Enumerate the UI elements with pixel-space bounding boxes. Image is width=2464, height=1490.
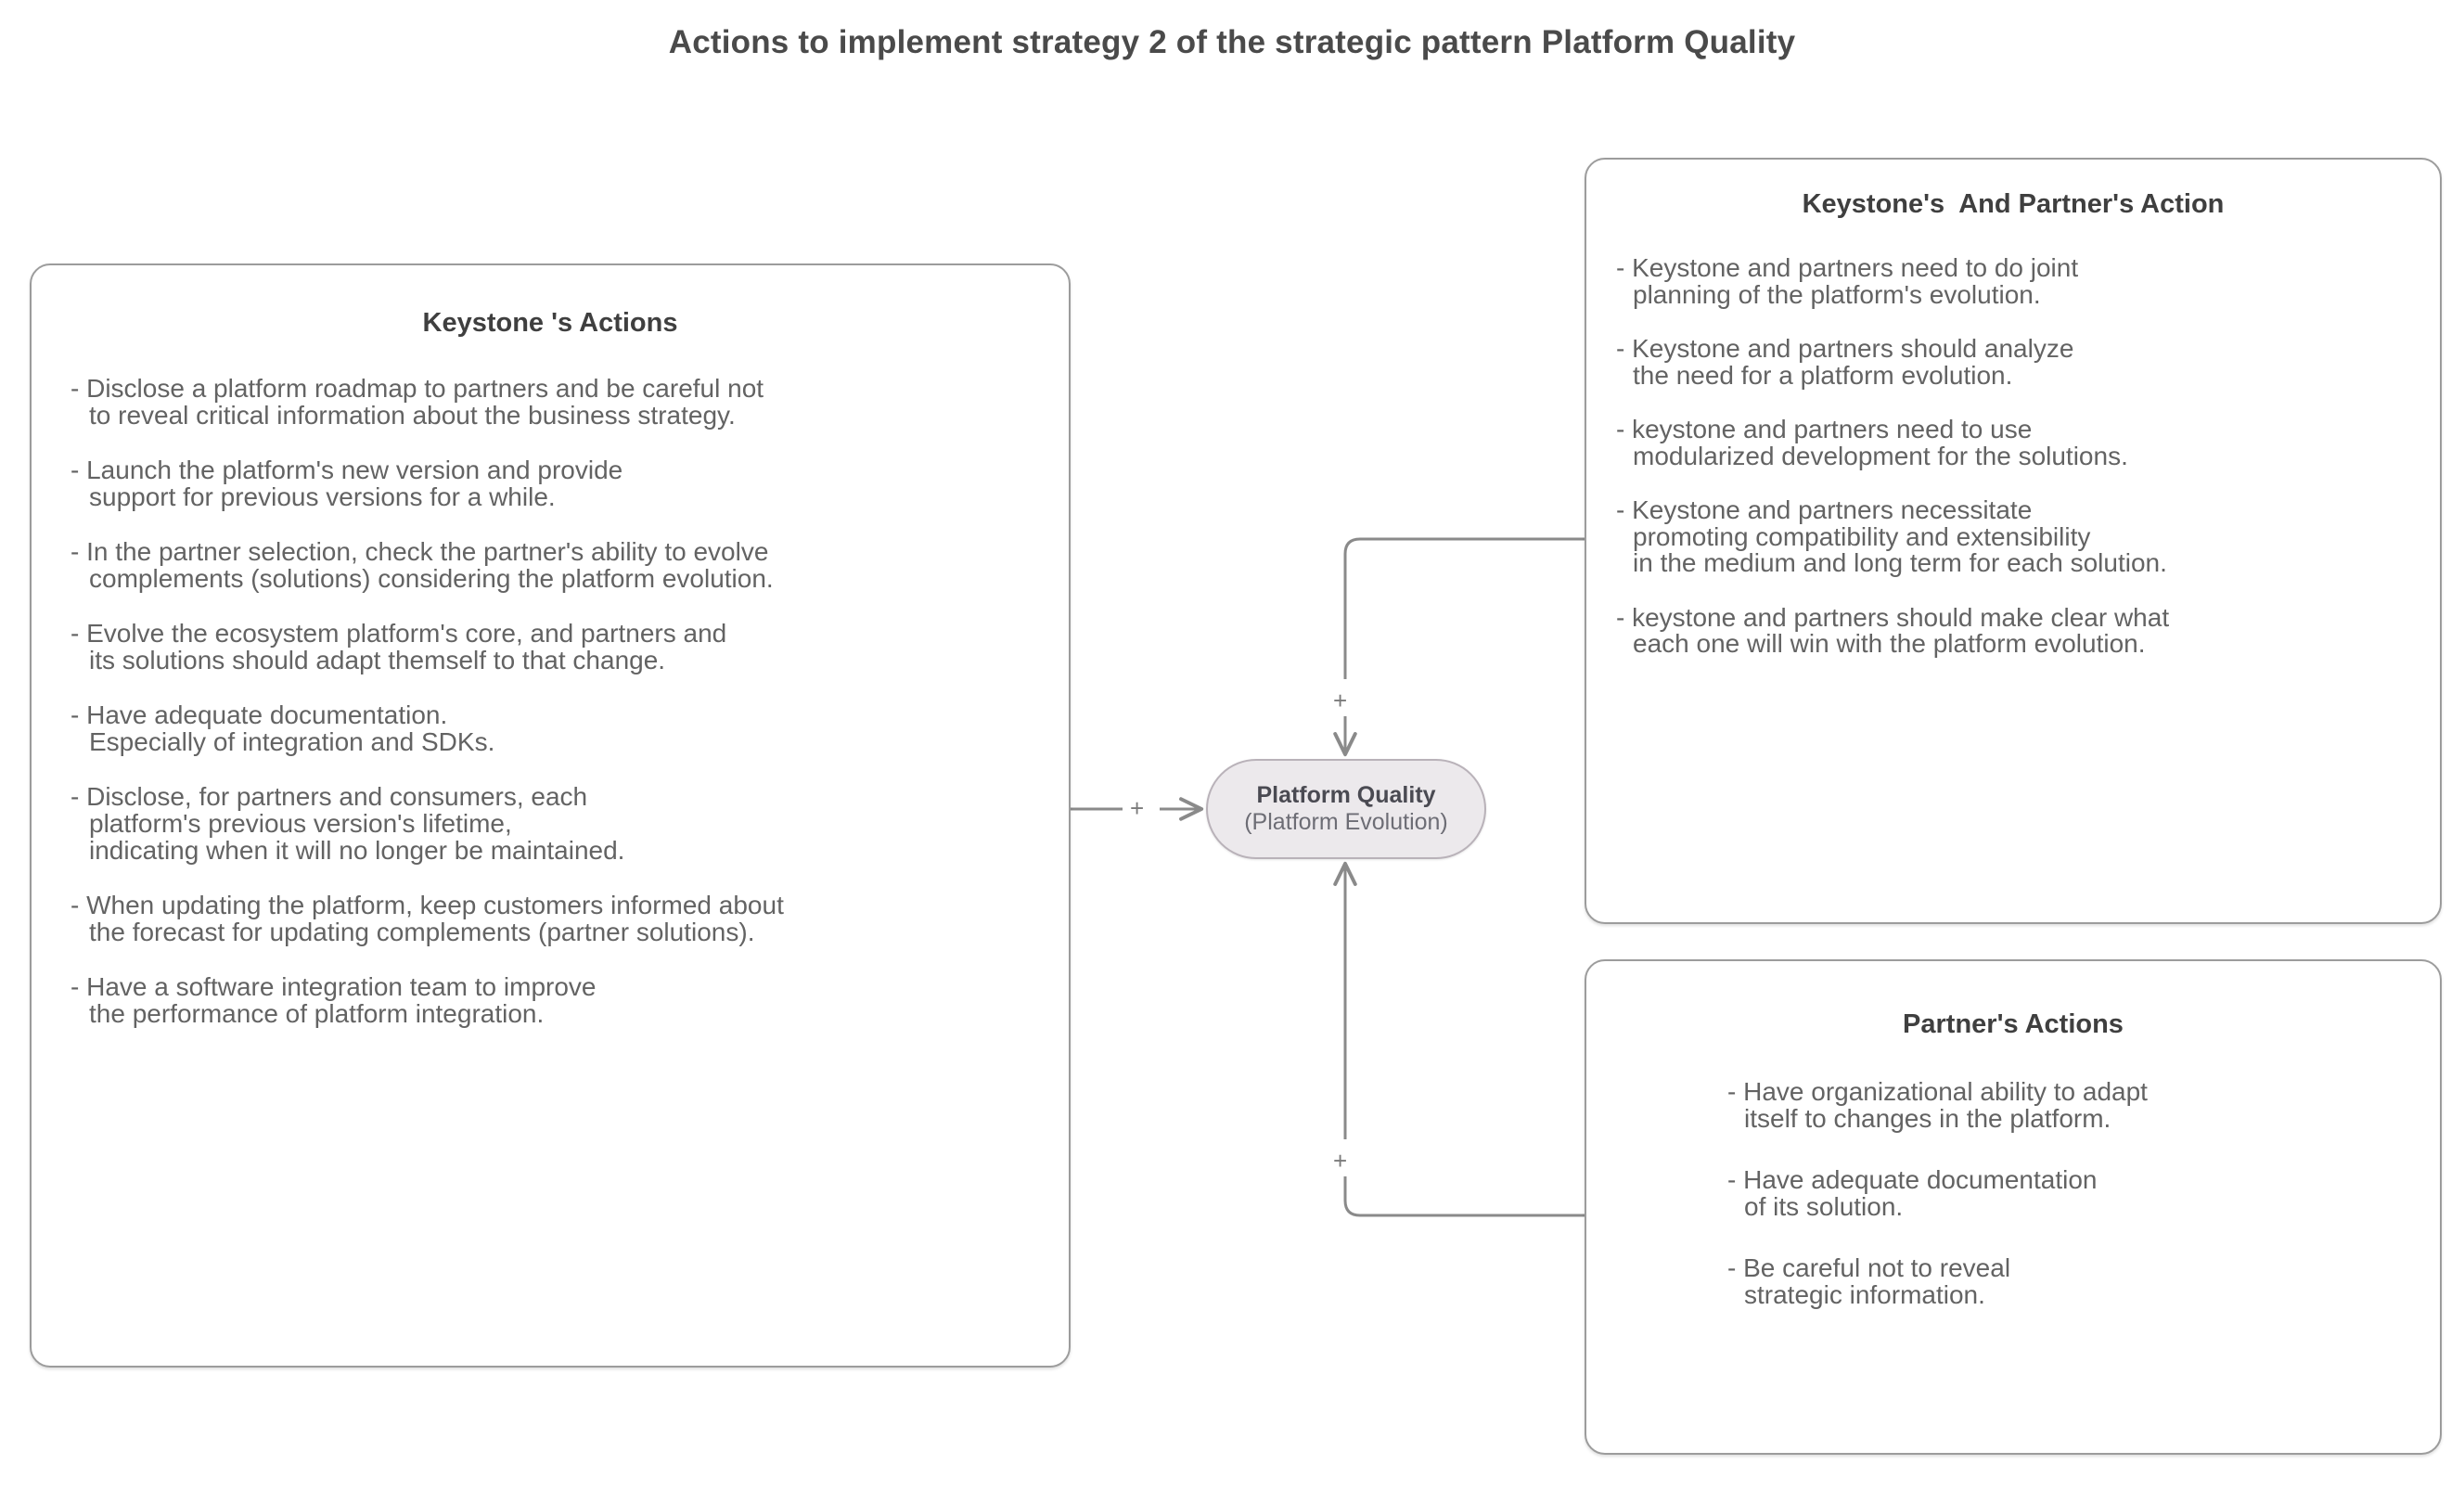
keystone-actions-list: - Disclose a platform roadmap to partner…	[32, 374, 1069, 1028]
list-item: - Be careful not to reveal strategic inf…	[1727, 1253, 2011, 1309]
list-item: - Disclose a platform roadmap to partner…	[71, 374, 764, 430]
list-item: - Have organizational ability to adapt i…	[1727, 1077, 2148, 1133]
list-item: - When updating the platform, keep custo…	[71, 891, 784, 946]
platform-quality-node-secondary-label: (Platform Evolution)	[1244, 809, 1448, 835]
partner-actions-list: - Have organizational ability to adapt i…	[1586, 1077, 2440, 1309]
connector-label-bottom-plus: +	[1333, 1147, 1348, 1175]
list-item: - keystone and partners need to use modu…	[1616, 415, 2128, 470]
connector-label-top-plus: +	[1333, 687, 1348, 714]
list-item: - Keystone and partners should analyze t…	[1616, 334, 2074, 390]
list-item: - Disclose, for partners and consumers, …	[71, 782, 625, 865]
connector-keystone-partner-to-center	[1345, 537, 1585, 753]
keystone-and-partner-action-box[interactable]: Keystone's And Partner's Action - Keysto…	[1585, 158, 2442, 924]
keystone-actions-title: Keystone 's Actions	[422, 308, 678, 338]
connector-partner-to-center	[1345, 865, 1585, 1217]
partner-actions-box[interactable]: Partner's Actions - Have organizational …	[1585, 959, 2442, 1455]
keystone-and-partner-action-list: - Keystone and partners need to do joint…	[1586, 253, 2440, 659]
partner-actions-title: Partner's Actions	[1903, 1009, 2124, 1039]
list-item: - Keystone and partners need to do joint…	[1616, 253, 2079, 309]
page-title: Actions to implement strategy 2 of the s…	[668, 24, 1796, 60]
list-item: - Launch the platform's new version and …	[71, 456, 623, 511]
keystone-and-partner-action-title: Keystone's And Partner's Action	[1802, 189, 2225, 219]
list-item: - Have adequate documentation. Especiall…	[71, 700, 495, 756]
platform-quality-node-primary-label: Platform Quality	[1256, 782, 1436, 809]
platform-quality-node[interactable]: Platform Quality (Platform Evolution)	[1206, 759, 1486, 859]
keystone-actions-box[interactable]: Keystone 's Actions - Disclose a platfor…	[30, 263, 1071, 1368]
connector-label-left-plus: +	[1130, 794, 1145, 822]
list-item: - keystone and partners should make clea…	[1616, 602, 2170, 659]
list-item: - Have a software integration team to im…	[71, 972, 597, 1028]
list-item: - Have adequate documentation of its sol…	[1727, 1165, 2098, 1221]
list-item: - In the partner selection, check the pa…	[71, 537, 774, 593]
list-item: - Evolve the ecosystem platform's core, …	[71, 619, 727, 674]
list-item: - Keystone and partners necessitate prom…	[1616, 495, 2167, 578]
